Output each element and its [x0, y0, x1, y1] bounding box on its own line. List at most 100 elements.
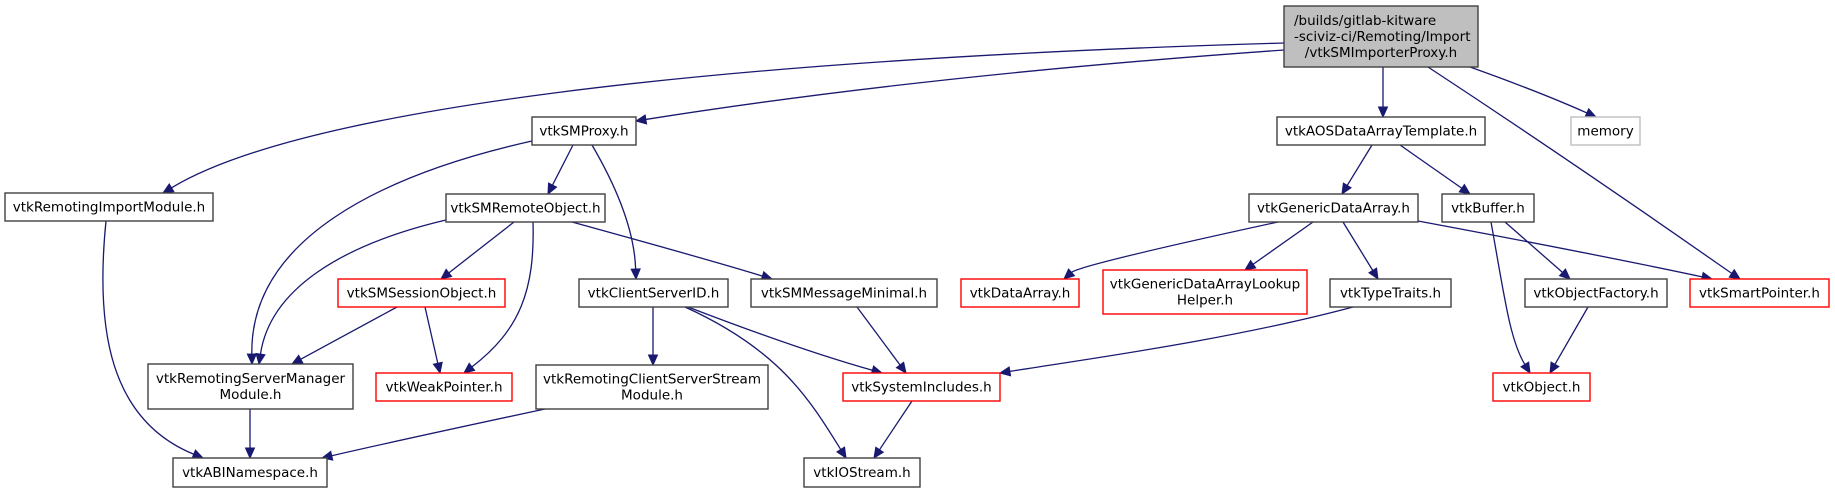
node-label: vtkSystemIncludes.h	[851, 380, 991, 396]
node-vtk-client-server-id[interactable]: vtkClientServerID.h	[578, 278, 729, 308]
arrowhead-icon	[1728, 268, 1742, 280]
edge-line	[1399, 144, 1463, 189]
node-main: /builds/gitlab-kitware-sciviz-ci/Remotin…	[1283, 5, 1479, 68]
edge-line	[571, 221, 763, 277]
arrowhead-icon	[547, 182, 558, 196]
edge-main-to-vtk-aosdata-array-template	[1377, 67, 1389, 119]
edge-vtk-smremote-object-to-vtk-weak-pointer	[463, 221, 534, 374]
node-vtk-smremote-object[interactable]: vtkSMRemoteObject.h	[445, 193, 606, 223]
edge-line	[331, 408, 546, 457]
node-label: Helper.h	[1177, 293, 1233, 309]
node-vtk-generic-data-array[interactable]: vtkGenericDataArray.h	[1248, 193, 1419, 223]
node-box	[147, 363, 354, 410]
edge-line	[879, 400, 913, 451]
node-box	[1570, 116, 1641, 146]
arrowhead-icon	[191, 449, 205, 459]
node-box	[337, 278, 506, 308]
node-vtk-smart-pointer[interactable]: vtkSmartPointer.h	[1689, 278, 1830, 308]
edge-main-to-vtk-remoting-import-module	[161, 42, 1285, 194]
arrowhead-icon	[634, 114, 648, 125]
node-label: vtkSmartPointer.h	[1699, 286, 1820, 302]
node-box	[1689, 278, 1830, 308]
node-box	[578, 278, 729, 308]
edge-vtk-client-server-id-to-vtk-iostream	[684, 306, 847, 460]
node-vtk-abinamespace[interactable]: vtkABINamespace.h	[172, 457, 328, 488]
edge-main-to-vtk-smproxy	[634, 49, 1285, 125]
edge-vtk-generic-data-array-to-vtk-generic-data-array-lookup-helper	[1244, 221, 1314, 271]
node-box	[1248, 193, 1419, 223]
edge-line	[251, 140, 533, 355]
arrowhead-icon	[647, 354, 659, 367]
arrowhead-icon	[1341, 182, 1352, 196]
node-label: vtkRemotingImportModule.h	[13, 200, 206, 216]
arrowhead-icon	[1063, 268, 1076, 280]
edge-vtk-smmessage-minimal-to-vtk-system-includes	[856, 306, 907, 374]
node-vtk-smsession-object[interactable]: vtkSMSessionObject.h	[337, 278, 506, 308]
node-vtk-buffer[interactable]: vtkBuffer.h	[1441, 193, 1535, 223]
edge-vtk-client-server-id-to-vtk-remoting-client-server-stream-module	[647, 307, 659, 367]
edge-main-to-memory	[1469, 66, 1598, 118]
node-label: vtkClientServerID.h	[588, 286, 720, 302]
edge-line	[1504, 221, 1563, 273]
node-vtk-object[interactable]: vtkObject.h	[1492, 372, 1591, 402]
edge-line	[1490, 221, 1526, 365]
node-label: vtkSMSessionObject.h	[347, 286, 497, 302]
node-vtk-object-factory[interactable]: vtkObjectFactory.h	[1524, 278, 1668, 308]
edge-vtk-smproxy-to-vtk-client-server-id	[591, 144, 641, 281]
edge-line	[1417, 220, 1703, 278]
node-vtk-weak-pointer[interactable]: vtkWeakPointer.h	[375, 372, 513, 402]
edge-vtk-system-includes-to-vtk-iostream	[873, 400, 913, 460]
edge-line	[259, 219, 447, 355]
node-label: vtkSMMessageMinimal.h	[761, 286, 927, 302]
edge-line	[424, 306, 439, 364]
node-vtk-smproxy[interactable]: vtkSMProxy.h	[531, 116, 637, 146]
edge-line	[1252, 221, 1314, 265]
node-box	[172, 457, 328, 488]
arrowhead-icon	[161, 183, 175, 194]
edge-line	[102, 220, 194, 455]
arrowhead-icon	[1549, 361, 1560, 375]
node-box	[842, 372, 1001, 402]
node-label: vtkBuffer.h	[1451, 201, 1525, 217]
arrowhead-icon	[1584, 107, 1598, 118]
edge-line	[1427, 66, 1733, 274]
node-vtk-type-traits[interactable]: vtkTypeTraits.h	[1329, 278, 1452, 308]
node-label: Module.h	[621, 388, 683, 404]
arrowhead-icon	[432, 361, 443, 375]
node-vtk-remoting-import-module[interactable]: vtkRemotingImportModule.h	[4, 192, 214, 222]
edge-line	[591, 144, 637, 270]
edge-vtk-remoting-server-manager-module-to-vtk-abinamespace	[244, 409, 256, 460]
edge-line	[1554, 306, 1589, 365]
node-vtk-data-array[interactable]: vtkDataArray.h	[960, 278, 1080, 308]
edge-vtk-smremote-object-to-vtk-remoting-server-manager-module	[255, 219, 447, 366]
nodes-layer: /builds/gitlab-kitware-sciviz-ci/Remotin…	[4, 5, 1830, 488]
edge-main-to-vtk-smart-pointer	[1427, 66, 1742, 280]
node-label: vtkSMProxy.h	[539, 124, 628, 140]
node-box	[445, 193, 606, 223]
node-box	[1492, 372, 1591, 402]
node-label: vtkWeakPointer.h	[385, 380, 502, 396]
arrowhead-icon	[873, 446, 885, 460]
arrowhead-icon	[998, 366, 1012, 377]
node-box	[1102, 269, 1308, 315]
node-label: vtkObjectFactory.h	[1533, 286, 1658, 302]
arrowhead-icon	[630, 268, 641, 281]
node-label: vtkDataArray.h	[970, 286, 1071, 302]
edge-line	[645, 49, 1285, 121]
node-vtk-system-includes[interactable]: vtkSystemIncludes.h	[842, 372, 1001, 402]
edge-vtk-remoting-client-server-stream-module-to-vtk-abinamespace	[320, 408, 546, 461]
node-label: vtkRemotingClientServerStream	[543, 372, 761, 388]
edge-vtk-type-traits-to-vtk-system-includes	[998, 306, 1354, 377]
node-vtk-iostream[interactable]: vtkIOStream.h	[803, 457, 921, 488]
arrowhead-icon	[463, 362, 476, 374]
node-box	[1441, 193, 1535, 223]
node-vtk-smmessage-minimal[interactable]: vtkSMMessageMinimal.h	[750, 278, 938, 308]
node-box	[531, 116, 637, 146]
node-box	[1524, 278, 1668, 308]
node-vtk-aosdata-array-template[interactable]: vtkAOSDataArrayTemplate.h	[1276, 116, 1486, 146]
edge-line	[551, 144, 574, 186]
edge-vtk-smproxy-to-vtk-smremote-object	[547, 144, 574, 196]
